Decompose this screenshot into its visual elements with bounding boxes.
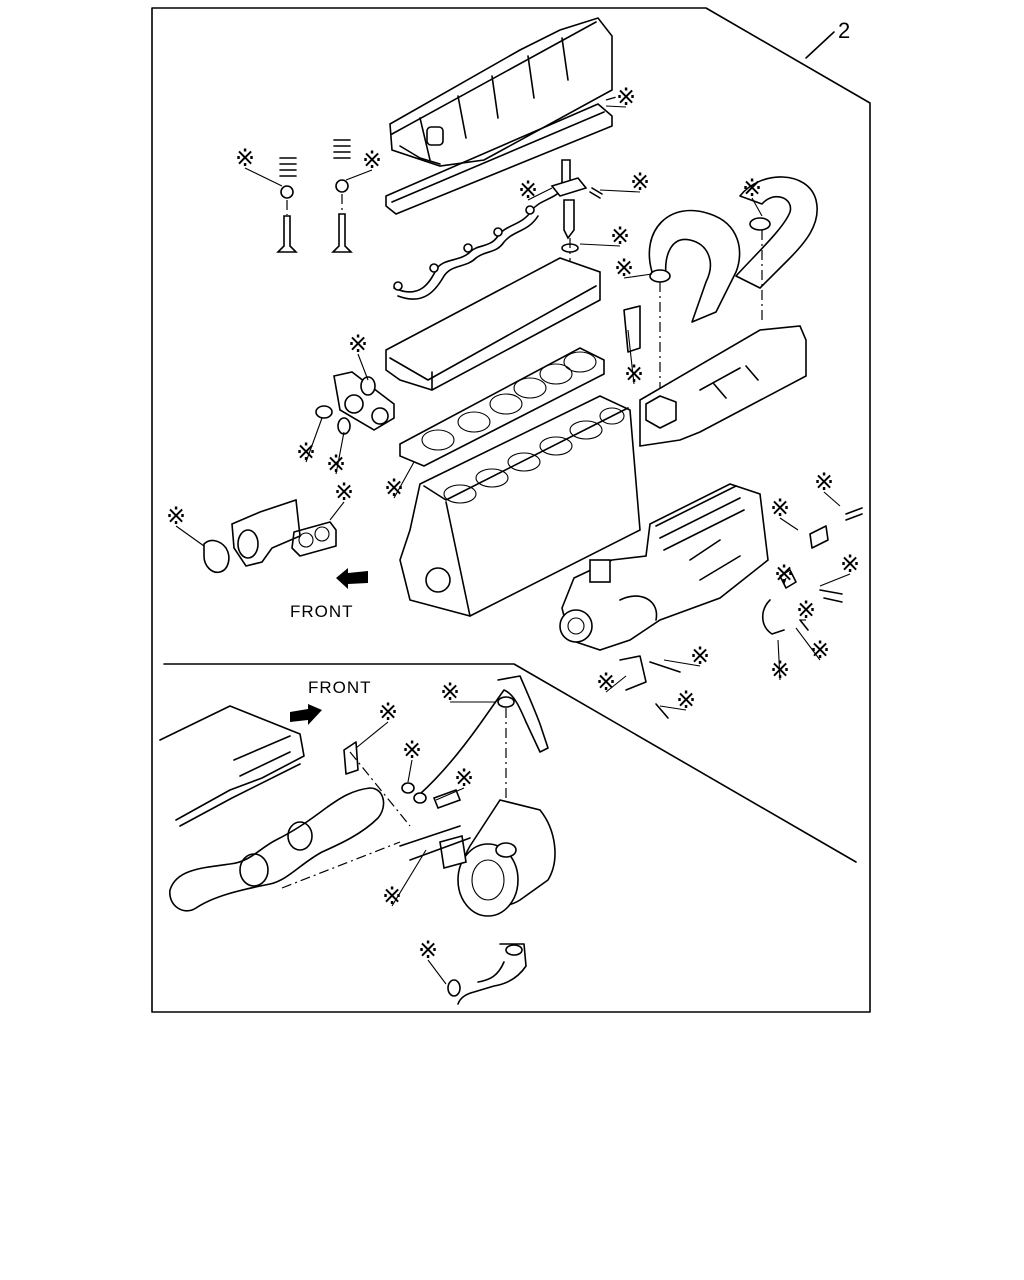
inset-divider xyxy=(163,663,857,863)
inset-cylinder-head xyxy=(159,705,305,827)
marker-leader xyxy=(355,721,389,749)
oil-feed-pipe xyxy=(419,675,549,840)
marker-leader xyxy=(335,431,345,475)
thermostat-housing xyxy=(315,371,395,435)
gasket-kit-marker: ※ xyxy=(296,438,316,466)
gasket-kit-marker: ※ xyxy=(676,686,696,714)
gasket-kit-marker: ※ xyxy=(596,668,616,696)
callout-leader xyxy=(805,31,835,59)
gasket-kit-marker: ※ xyxy=(770,656,790,684)
injector-assembly xyxy=(550,159,603,290)
injection-pump xyxy=(559,483,769,651)
gasket-kit-marker: ※ xyxy=(440,678,460,706)
front-label-main: FRONT xyxy=(290,602,354,621)
marker-leader xyxy=(605,675,627,693)
marker-leader xyxy=(175,525,205,547)
gasket-kit-marker: ※ xyxy=(840,550,860,578)
callout-number: 2 xyxy=(838,18,850,43)
head-gasket xyxy=(399,347,605,467)
gasket-kit-marker: ※ xyxy=(690,642,710,670)
gasket-kit-marker: ※ xyxy=(384,474,404,502)
gasket-kit-marker: ※ xyxy=(742,174,762,202)
gasket-kit-marker: ※ xyxy=(326,450,346,478)
gasket-kit-marker: ※ xyxy=(610,222,630,250)
cylinder-block xyxy=(399,395,641,617)
gasket-kit-marker: ※ xyxy=(810,636,830,664)
gasket-kit-marker: ※ xyxy=(774,560,794,588)
marker-leader xyxy=(527,187,553,201)
intake-manifold xyxy=(623,305,807,447)
marker-leader xyxy=(783,577,787,585)
front-label-inset: FRONT xyxy=(308,678,372,697)
marker-leader xyxy=(329,501,345,521)
front-arrow-main xyxy=(336,568,368,589)
marker-leader xyxy=(777,639,781,681)
rocker-cover-gasket xyxy=(385,103,613,215)
gasket-kit-markers: ※※※※※※※※※※※※※※※※※※※※※※※※※※※※※※※ xyxy=(166,83,860,985)
turbocharger xyxy=(399,799,556,917)
front-arrow-inset xyxy=(290,704,322,725)
oil-drain-pipe xyxy=(447,943,527,1005)
rocker-cover xyxy=(389,17,613,167)
gasket-kit-marker: ※ xyxy=(814,468,834,496)
gasket-kit-marker: ※ xyxy=(624,360,644,388)
gasket-kit-marker: ※ xyxy=(796,596,816,624)
marker-leader xyxy=(599,189,641,193)
water-bypass-pipes xyxy=(648,176,818,392)
marker-leader xyxy=(357,353,369,381)
gasket-kit-marker: ※ xyxy=(334,478,354,506)
marker-leader xyxy=(663,659,701,667)
gasket-kit-marker: ※ xyxy=(402,736,422,764)
injector-harness xyxy=(393,189,563,300)
valve-right xyxy=(331,139,353,253)
valve-left xyxy=(276,157,298,253)
gasket-kit-marker: ※ xyxy=(418,936,438,964)
marker-leader xyxy=(391,849,427,907)
gasket-kit-marker: ※ xyxy=(616,83,636,111)
marker-leader xyxy=(819,573,851,587)
marker-leader xyxy=(751,197,763,217)
marker-leader xyxy=(627,329,635,385)
gasket-kit-marker: ※ xyxy=(614,254,634,282)
marker-leader xyxy=(345,169,373,181)
marker-leader xyxy=(779,517,799,531)
marker-leader xyxy=(435,787,465,801)
gasket-kit-marker: ※ xyxy=(235,144,255,172)
marker-leader xyxy=(659,705,687,711)
marker-leader xyxy=(623,273,653,279)
gasket-kit-marker: ※ xyxy=(166,502,186,530)
marker-leader xyxy=(579,243,621,247)
gasket-kit-marker: ※ xyxy=(378,698,398,726)
marker-leader xyxy=(305,417,323,463)
marker-leader xyxy=(244,167,283,187)
water-outlet-pipe xyxy=(203,498,337,574)
marker-leader xyxy=(795,627,821,661)
gasket-kit-marker: ※ xyxy=(630,168,650,196)
marker-leader xyxy=(823,491,841,507)
marker-leader xyxy=(427,959,447,985)
alignment-lines xyxy=(281,751,411,889)
turbo-fittings xyxy=(343,741,462,810)
marker-leader xyxy=(605,105,627,108)
marker-leader xyxy=(407,759,413,783)
cylinder-head xyxy=(385,257,601,391)
gasket-kit-marker: ※ xyxy=(348,330,368,358)
diagram-frame xyxy=(151,7,871,1013)
marker-leader xyxy=(393,461,415,499)
gasket-kit-marker: ※ xyxy=(362,146,382,174)
gasket-kit-marker: ※ xyxy=(454,764,474,792)
gasket-kit-marker: ※ xyxy=(770,494,790,522)
gasket-kit-marker: ※ xyxy=(382,882,402,910)
inset-exhaust-manifold xyxy=(169,787,385,912)
